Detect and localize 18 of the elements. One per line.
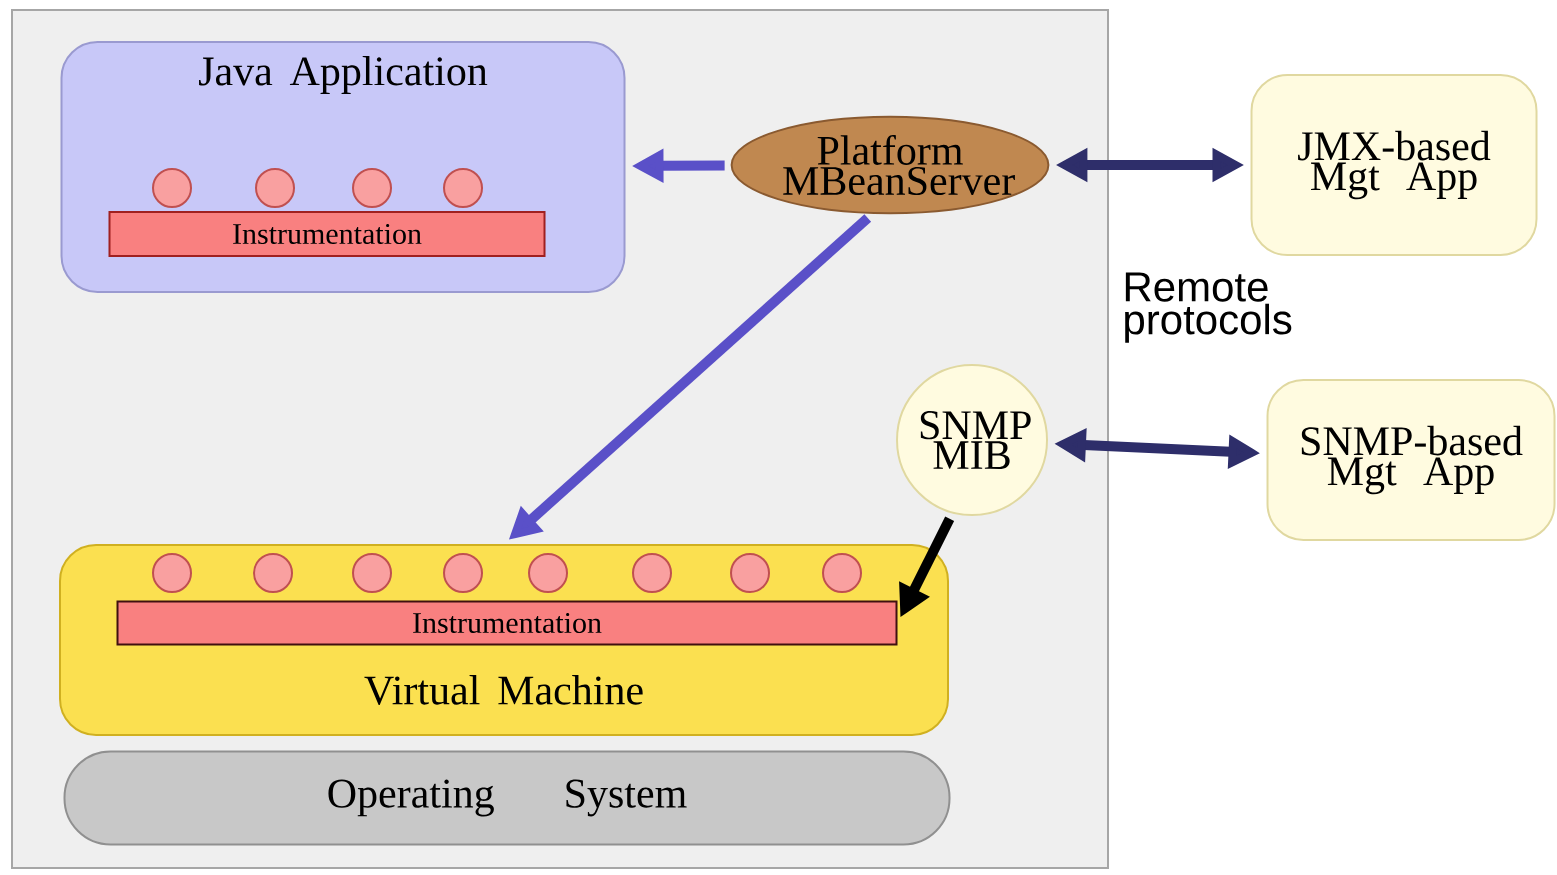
circle-marker	[352, 553, 392, 593]
circle-marker	[255, 168, 295, 208]
app-box: JMX-based Mgt App	[1250, 74, 1538, 256]
instrumentation-bar: Instrumentation	[116, 600, 898, 646]
system-band: Operating System	[63, 750, 951, 846]
circle-marker	[352, 168, 392, 208]
instrumentation-bar: Instrumentation	[108, 211, 546, 257]
circle-marker	[822, 553, 862, 593]
circle-marker	[152, 553, 192, 593]
circle-marker	[152, 168, 192, 208]
circle-marker	[253, 553, 293, 593]
app-box: SNMP-based Mgt App	[1266, 379, 1556, 541]
circle-marker	[632, 553, 672, 593]
label-text: Remote protocols	[1125, 272, 1292, 343]
circle-marker	[443, 168, 483, 208]
circle-marker	[730, 553, 770, 593]
circle-marker	[528, 553, 568, 593]
circle-marker	[443, 553, 483, 593]
